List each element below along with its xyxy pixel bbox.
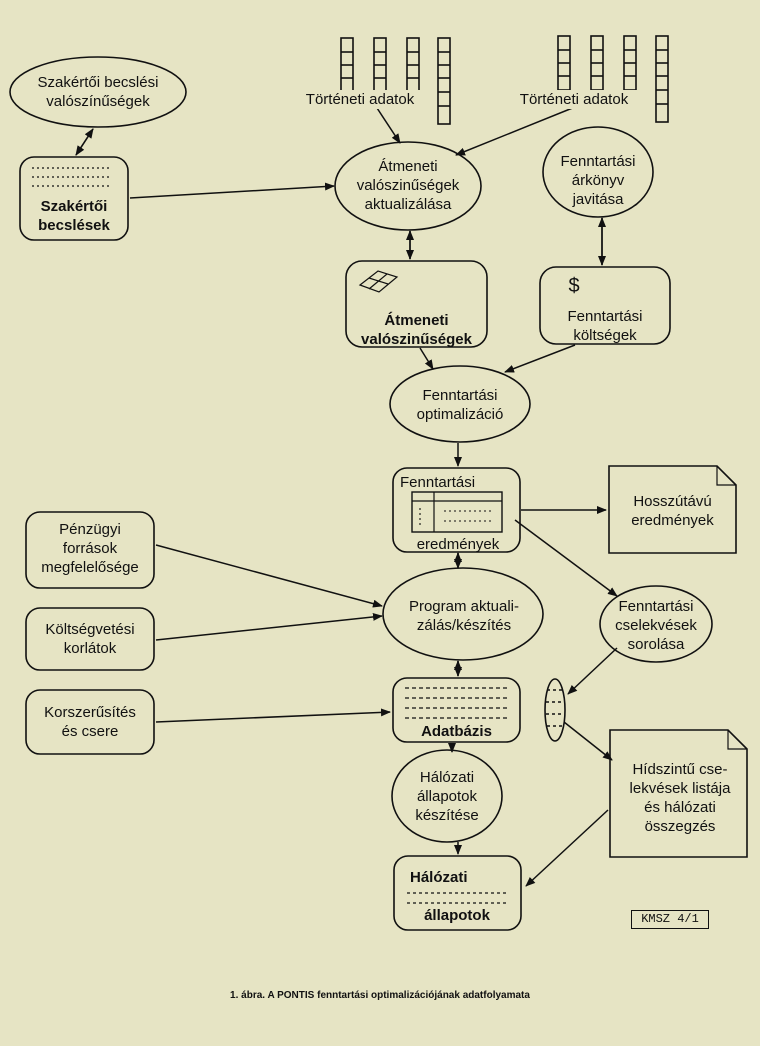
budget-box (25, 607, 155, 671)
maint-opt-label: Fenntartási optimalizáció (416, 387, 504, 423)
bridge-list-label: Hídszintű cse- lekvések listája és hálóz… (629, 761, 731, 835)
upgrade-box (25, 689, 155, 755)
history-label-1: Történeti adatok (290, 90, 430, 109)
maint-cost-box (539, 266, 671, 345)
upgrade-label: Korszerűsítés és csere (44, 704, 136, 740)
trans-prob-box (345, 260, 488, 348)
maint-res-bottom-label: eredmények (416, 536, 500, 553)
network-make-ellipse (391, 749, 503, 843)
history-label-2: Történeti adatok (505, 90, 643, 109)
bridge-list-doc (609, 729, 748, 858)
long-term-doc (608, 465, 737, 554)
funding-label: Pénzügyi források megfelelősége (41, 521, 139, 576)
figure-caption: 1. ábra. A PONTIS fenntartási optimalizá… (230, 990, 530, 1001)
program-ellipse (382, 567, 544, 661)
maint-opt-ellipse (389, 365, 531, 443)
long-term-label: Hosszútávú eredmények (631, 493, 714, 529)
database-label: Adatbázis (421, 723, 492, 740)
trans-prob-label: Átmeneti valószinűségek (361, 312, 472, 348)
dollar-icon: $ (568, 275, 580, 297)
funding-box (25, 511, 155, 589)
grid-icon (358, 270, 399, 293)
historical-data-bars-2 (557, 35, 669, 123)
expert-prob-ellipse (9, 56, 187, 128)
network-bottom-label: állapotok (424, 907, 490, 924)
program-label: Program aktuali- zálás/készítés (408, 598, 520, 634)
network-make-label: Hálózati állapotok készítése (415, 769, 479, 824)
expert-est-box (19, 156, 129, 241)
action-rank-ellipse (599, 585, 713, 663)
connectors (75, 106, 618, 887)
database-box (392, 677, 521, 743)
figure-code: KMSZ 4/1 (631, 910, 709, 929)
budget-label: Költségvetési korlátok (45, 621, 135, 657)
network-top-label: Hálózati (410, 869, 468, 886)
maint-res-top-label: Fenntartási (400, 474, 476, 491)
maint-cost-label: Fenntartási költségek (567, 308, 643, 344)
action-rank-label: Fenntartási cselekvések sorolása (615, 598, 697, 653)
expert-prob-label: Szakértői becslési valószínűségek (37, 74, 159, 110)
price-book-label: Fenntartási árkönyv javitása (560, 153, 636, 208)
network-box (393, 855, 522, 931)
historical-data-bars-1 (340, 37, 451, 125)
trans-update-label: Átmeneti valószinűségek aktualizálása (356, 158, 460, 213)
small-db-ellipse (544, 678, 566, 742)
expert-est-label: Szakértői becslések (38, 198, 110, 234)
